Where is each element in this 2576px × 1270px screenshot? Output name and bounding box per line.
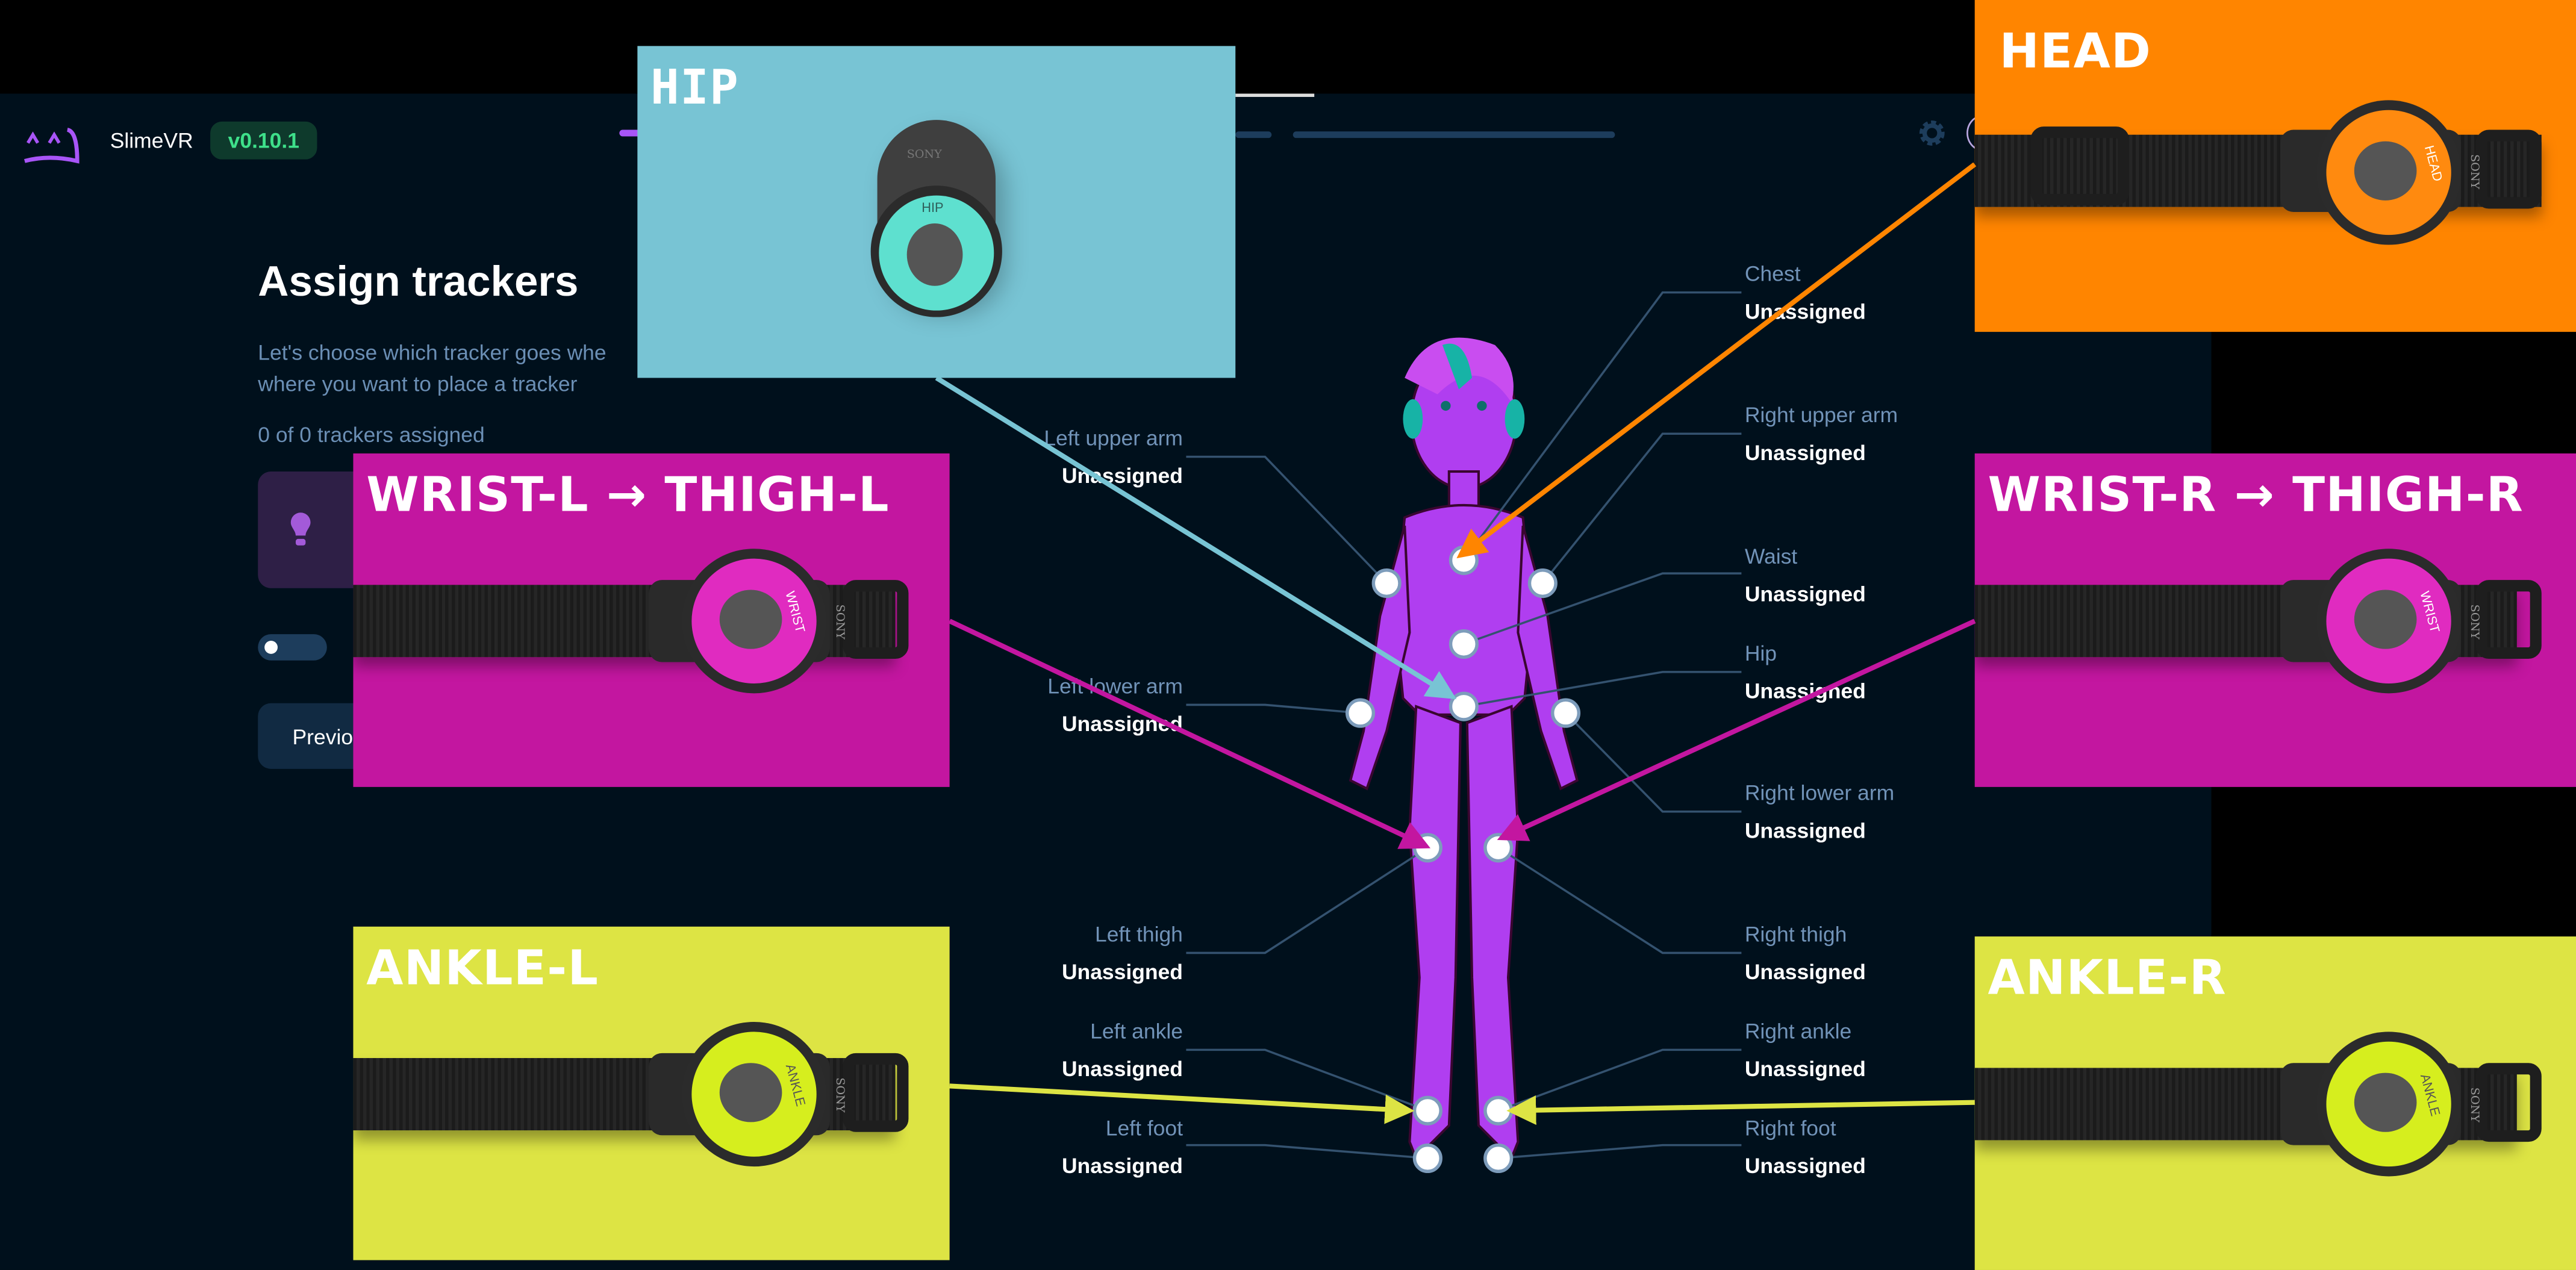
progress-step-active <box>619 129 652 137</box>
brand-label: SONY <box>906 148 942 161</box>
strap-loop <box>2475 1063 2542 1142</box>
overlay-caption: WRIST-L → THIGH-L <box>366 466 890 523</box>
tracker-slot-right-upper-arm[interactable] <box>1527 568 1558 599</box>
brand-label: SONY <box>833 1077 847 1113</box>
body-part-label-hip: Hip <box>1744 641 1777 665</box>
ankle-left-tracker-overlay: ANKLE-L ANKLE SONY <box>353 926 950 1260</box>
arrow-wrist-left-to-left-thigh <box>948 618 1431 849</box>
page-description: Let's choose which tracker goes whe <box>258 340 607 365</box>
progress-step <box>1293 131 1615 139</box>
tracker-puck: HEAD <box>2316 100 2462 245</box>
lightbulb-icon <box>290 512 311 546</box>
tracker-slot-right-lower-arm[interactable] <box>1550 698 1581 728</box>
leader-line-left-lower-arm <box>1186 703 1361 714</box>
leader-line-left-foot <box>1186 1144 1428 1160</box>
arrow-ankle-left-to-left-ankle <box>949 1083 1415 1124</box>
progress-step <box>1235 131 1272 139</box>
page-description: where you want to place a tracker <box>258 371 578 396</box>
body-part-label-right-upper-arm: Right upper arm <box>1744 402 1898 428</box>
leader-line-waist <box>1463 572 1742 646</box>
window-drag-indicator <box>1235 93 1315 97</box>
overlay-caption: ANKLE-R <box>1988 949 2227 1006</box>
strap-buckle <box>2030 126 2130 206</box>
tracker-slot-left-upper-arm[interactable] <box>1371 568 1402 599</box>
body-part-value-right-ankle[interactable]: Unassigned <box>1744 1056 1866 1082</box>
body-part-value-left-thigh[interactable]: Unassigned <box>1061 959 1183 985</box>
tracker-puck: WRIST <box>2316 549 2462 694</box>
arrow-ankle-right-to-right-ankle <box>1506 1095 1975 1125</box>
tracker-slot-right-foot[interactable] <box>1483 1143 1514 1174</box>
leader-line-right-upper-arm <box>1541 432 1742 584</box>
slimevr-logo-icon <box>24 128 80 164</box>
puck-label: HIP <box>922 200 944 216</box>
wrist-left-tracker-overlay: WRIST-L → THIGH-L WRIST SONY <box>353 453 950 787</box>
tracker-slot-left-ankle[interactable] <box>1412 1095 1442 1125</box>
brand-label: SONY <box>2468 604 2481 640</box>
leader-line-right-ankle <box>1498 1048 1742 1112</box>
body-part-label-right-ankle: Right ankle <box>1744 1018 1852 1044</box>
body-part-value-chest[interactable]: Unassigned <box>1744 299 1866 324</box>
body-part-value-waist[interactable]: Unassigned <box>1744 581 1866 606</box>
version-badge: v0.10.1 <box>210 121 317 160</box>
body-part-label-left-upper-arm: Left upper arm <box>1044 425 1183 450</box>
body-part-value-right-upper-arm[interactable]: Unassigned <box>1744 440 1866 465</box>
brand-label: SONY <box>2468 154 2481 190</box>
leader-line-left-thigh <box>1186 847 1429 954</box>
body-part-value-left-ankle[interactable]: Unassigned <box>1061 1056 1183 1082</box>
leader-line-chest <box>1462 291 1742 561</box>
leader-line-right-foot <box>1498 1144 1742 1160</box>
arrow-wrist-right-to-right-thigh <box>1497 618 1976 841</box>
wrist-right-tracker-overlay: WRIST-R → THIGH-R WRIST SONY <box>1974 453 2576 787</box>
body-part-value-right-foot[interactable]: Unassigned <box>1744 1153 1866 1178</box>
arrow-hip-to-hip <box>935 376 1457 700</box>
brand-label: SONY <box>2468 1087 2481 1122</box>
leader-line-left-ankle <box>1186 1048 1428 1112</box>
body-part-label-right-lower-arm: Right lower arm <box>1744 780 1895 805</box>
leader-line-right-thigh <box>1497 847 1742 954</box>
assigned-count: 0 of 0 trackers assigned <box>258 422 485 447</box>
puck-core <box>906 223 963 286</box>
body-part-label-left-thigh: Left thigh <box>1095 921 1183 947</box>
hip-tracker-overlay: HIP SONY HIP <box>637 46 1236 378</box>
arrow-head-to-chest <box>1456 162 1977 559</box>
leader-line-left-upper-arm <box>1186 455 1388 584</box>
body-part-label-left-ankle: Left ankle <box>1090 1018 1183 1044</box>
body-part-label-right-thigh: Right thigh <box>1744 921 1847 947</box>
body-part-value-right-lower-arm[interactable]: Unassigned <box>1744 818 1866 843</box>
tracker-puck: WRIST <box>681 549 827 694</box>
brand-label: SONY <box>833 604 847 640</box>
page-title: Assign trackers <box>258 256 579 306</box>
leader-line-right-lower-arm <box>1565 712 1742 813</box>
strap-loop <box>843 580 909 659</box>
app-name: SlimeVR <box>110 128 193 153</box>
leader-line-hip <box>1464 671 1742 708</box>
overlay-caption: WRIST-R → THIGH-R <box>1988 466 2524 523</box>
strap-loop <box>2475 580 2542 659</box>
overlay-caption: HEAD <box>1999 23 2152 79</box>
overlay-caption: ANKLE-L <box>366 939 599 996</box>
tracker-slot-waist[interactable] <box>1449 629 1479 659</box>
ankle-right-tracker-overlay: ANKLE-R ANKLE SONY <box>1974 936 2576 1270</box>
settings-gear-icon[interactable] <box>1917 118 1947 148</box>
body-part-value-right-thigh[interactable]: Unassigned <box>1744 959 1866 985</box>
tracker-puck: ANKLE <box>2316 1032 2462 1177</box>
body-part-label-chest: Chest <box>1744 261 1801 286</box>
tracker-puck: ANKLE <box>681 1022 827 1167</box>
body-part-value-left-foot[interactable]: Unassigned <box>1061 1153 1183 1178</box>
strap-loop <box>843 1053 909 1132</box>
body-part-label-left-foot: Left foot <box>1105 1115 1183 1141</box>
toggle-switch[interactable] <box>258 634 327 661</box>
body-part-label-waist: Waist <box>1744 544 1798 568</box>
tracker-slot-left-foot[interactable] <box>1412 1143 1442 1174</box>
head-tracker-overlay: HEAD HEAD SONY <box>1974 0 2576 332</box>
body-part-label-right-foot: Right foot <box>1744 1115 1836 1141</box>
tracker-slot-left-lower-arm[interactable] <box>1345 698 1376 728</box>
strap-loop <box>2475 129 2542 209</box>
overlay-caption: HIP <box>650 59 740 115</box>
